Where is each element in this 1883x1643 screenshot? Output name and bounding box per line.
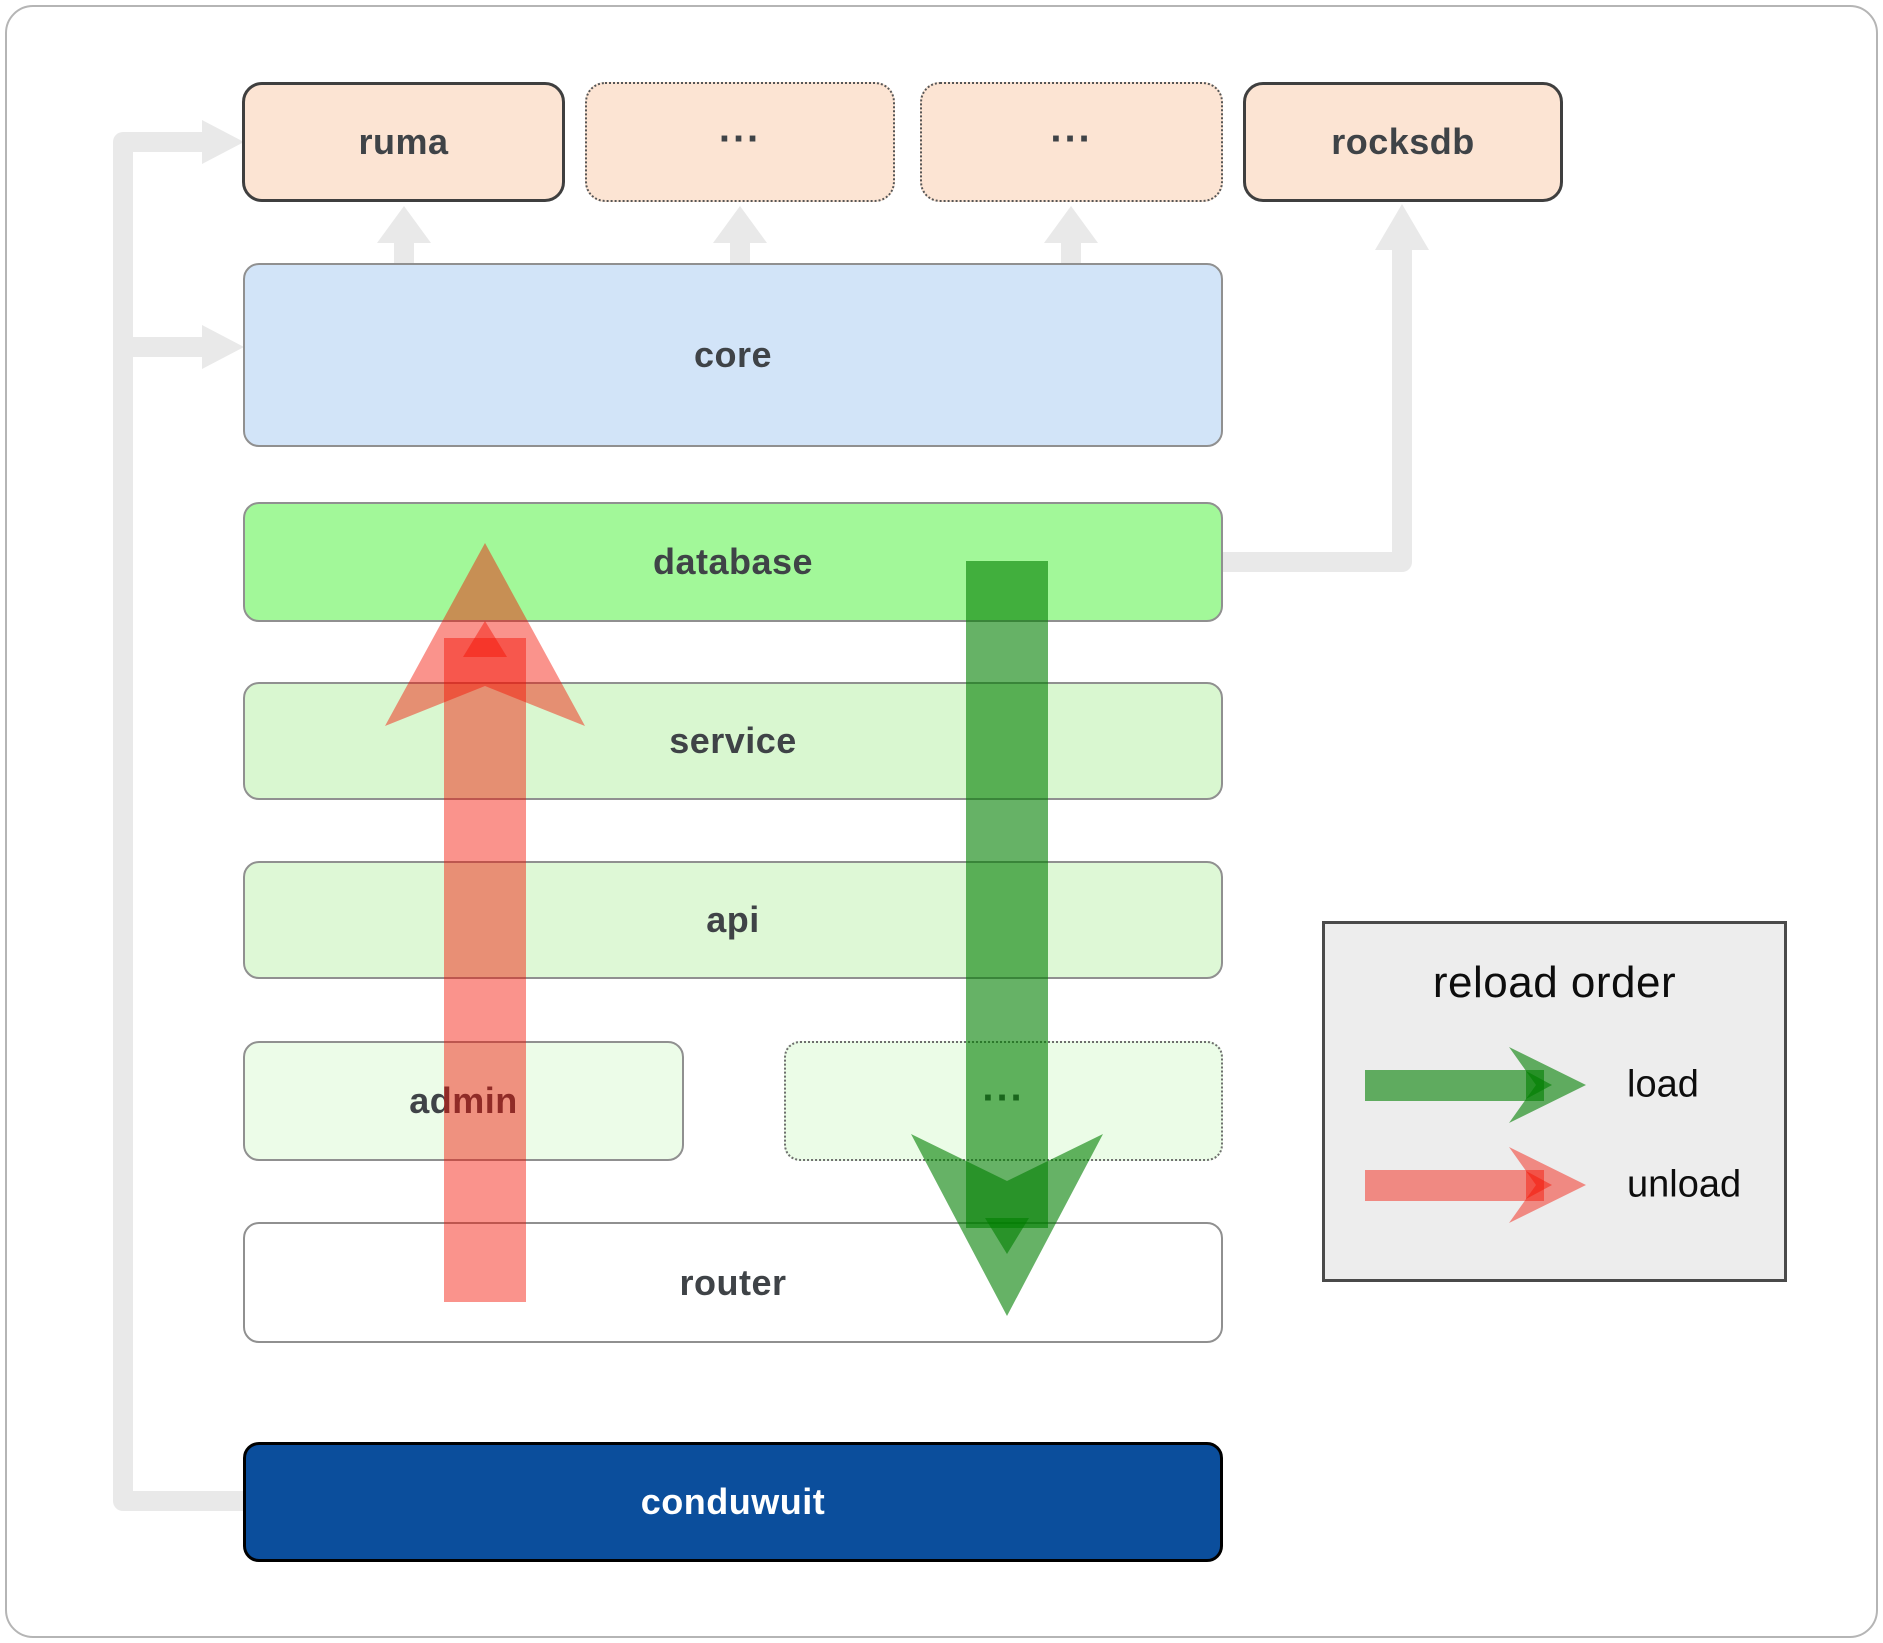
legend-unload-shaft bbox=[1365, 1170, 1544, 1201]
unload-small-marker-icon bbox=[463, 621, 507, 657]
box-admin: admin bbox=[243, 1041, 684, 1161]
legend-title: reload order bbox=[1432, 958, 1677, 1007]
box-api-label: api bbox=[706, 899, 760, 940]
box-conduwuit: conduwuit bbox=[243, 1442, 1223, 1562]
box-core-label: core bbox=[693, 334, 773, 375]
up-arrow-shaft bbox=[1061, 238, 1081, 264]
box-core: core bbox=[243, 263, 1223, 447]
legend-panel: reload order load unload bbox=[1322, 921, 1787, 1282]
unload-arrow-shaft bbox=[444, 638, 526, 1302]
box-ruma-label: ruma bbox=[358, 121, 449, 162]
legend-unload-arrow-icon bbox=[1365, 1147, 1586, 1223]
arrowhead-into-core-icon bbox=[202, 325, 244, 369]
legend-load-marker-icon bbox=[1526, 1071, 1552, 1099]
legend-load-arrow-icon bbox=[1365, 1047, 1586, 1123]
core-to-dots2-arrow bbox=[1044, 206, 1098, 264]
up-arrow-shaft bbox=[730, 238, 750, 264]
arrowhead-into-ruma-icon bbox=[202, 120, 244, 164]
legend-unload-head-icon bbox=[1509, 1147, 1586, 1223]
legend-arrow-graphics bbox=[1365, 1047, 1586, 1223]
box-top-ellipsis-2-label: ... bbox=[1050, 106, 1093, 150]
conduwuit-to-ruma-connector bbox=[113, 120, 250, 1511]
database-to-rocksdb-connector bbox=[1223, 204, 1429, 572]
box-rocksdb-label: rocksdb bbox=[1331, 121, 1475, 162]
load-small-marker-icon bbox=[985, 1218, 1029, 1254]
box-top-ellipsis-1-label: ... bbox=[718, 106, 762, 150]
load-arrow-shaft bbox=[966, 561, 1048, 1228]
box-router-label: router bbox=[679, 1261, 787, 1303]
box-rocksdb: rocksdb bbox=[1243, 82, 1563, 202]
box-database-label: database bbox=[652, 541, 814, 582]
core-to-dots1-arrow bbox=[713, 206, 767, 264]
up-arrowhead-icon bbox=[377, 206, 431, 243]
arrowhead-into-rocksdb-icon bbox=[1375, 204, 1429, 250]
connector-trunk-line bbox=[113, 132, 250, 1511]
conduwuit-to-core-connector bbox=[123, 325, 244, 369]
unload-flow-arrow-up bbox=[385, 543, 585, 1302]
box-top-ellipsis-1: ... bbox=[585, 82, 895, 202]
legend-load-shaft bbox=[1365, 1070, 1544, 1101]
box-service: service bbox=[243, 682, 1223, 800]
box-ruma: ruma bbox=[242, 82, 565, 202]
box-conduwuit-label: conduwuit bbox=[640, 1481, 826, 1522]
load-flow-arrow-down bbox=[911, 561, 1103, 1316]
core-to-ruma-arrow bbox=[377, 206, 431, 264]
legend-unload-marker-icon bbox=[1526, 1171, 1552, 1199]
box-router: router bbox=[243, 1222, 1223, 1343]
legend-load-label: load bbox=[1627, 1063, 1699, 1106]
box-top-ellipsis-2: ... bbox=[920, 82, 1223, 202]
up-arrowhead-icon bbox=[1044, 206, 1098, 243]
unload-arrowhead-icon bbox=[385, 543, 585, 726]
up-arrow-shaft bbox=[394, 238, 414, 264]
box-database: database bbox=[243, 502, 1223, 622]
up-arrowhead-icon bbox=[713, 206, 767, 243]
box-admin-label: admin bbox=[409, 1080, 518, 1121]
box-service-label: service bbox=[669, 720, 797, 761]
connector-rocksdb-line bbox=[1223, 250, 1412, 572]
legend-unload-label: unload bbox=[1627, 1163, 1742, 1206]
box-api: api bbox=[243, 861, 1223, 979]
